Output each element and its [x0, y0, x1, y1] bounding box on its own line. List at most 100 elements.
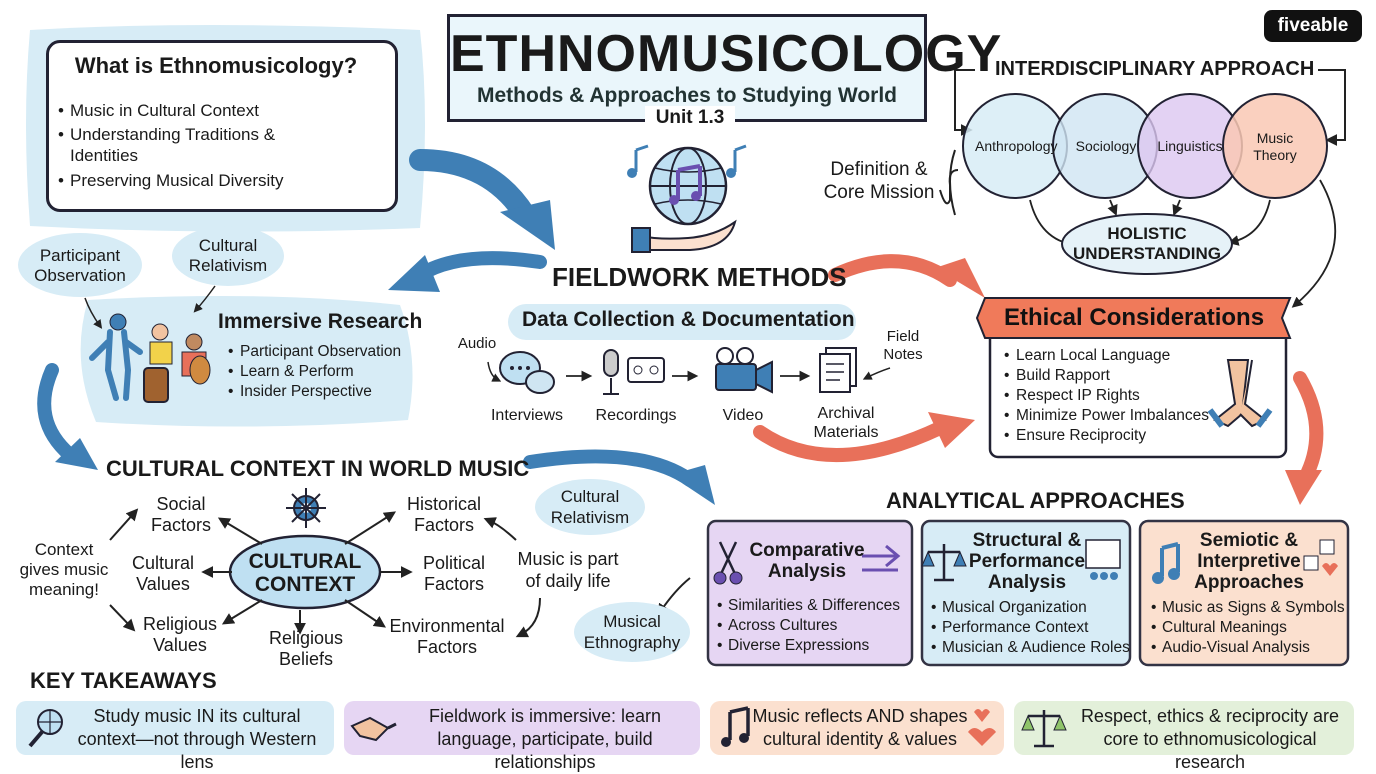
factor-historical-1: Historical	[406, 494, 481, 514]
venn-label-anthropology: Anthropology	[975, 138, 1058, 154]
takeaway-1-line-2: context—not through Western lens	[77, 729, 317, 772]
factor-cultural-values-1: Cultural	[131, 553, 195, 573]
factor-political-1: Political	[422, 553, 486, 573]
scales-balance-icon	[1021, 710, 1067, 748]
immersive-bullet: Insider Perspective	[228, 382, 372, 401]
factor-cultural-values-2: Values	[136, 574, 190, 594]
factor-social-1: Social	[156, 494, 206, 514]
daily-life-2: of daily life	[525, 571, 611, 591]
fiveable-logo[interactable]: fiveable	[1264, 10, 1362, 42]
venn-label-linguistics: Linguistics	[1157, 138, 1223, 154]
ethnography-2: Ethnography	[583, 633, 681, 652]
unit-label: Unit 1.3	[645, 106, 735, 130]
structural-title-2: Performance	[968, 551, 1086, 572]
video-camera-icon	[715, 347, 773, 394]
interdisciplinary-bracket	[954, 69, 975, 136]
takeaway-3-line-1: Music reflects AND shapes	[752, 706, 968, 726]
center-label-1: CULTURAL	[248, 550, 362, 573]
what-is-bullet: Music in Cultural Context	[58, 100, 259, 121]
what-is-heading: What is Ethnomusicology?	[74, 53, 358, 78]
immersive-to-context-arrow	[37, 363, 77, 462]
archival-documents-icon	[819, 347, 857, 393]
takeaway-1-line-1: Study music IN its cultural	[93, 706, 301, 726]
definition-label-1: Definition &	[830, 159, 928, 180]
what-to-fieldwork-arrow	[409, 149, 536, 226]
context-note-2: gives music	[19, 560, 109, 579]
sun-wheel-icon	[286, 488, 326, 528]
factor-religious-values-2: Values	[153, 635, 207, 655]
field-notes-label-2: Notes	[883, 346, 923, 363]
semiotic-title-2: Interpretive	[1197, 551, 1301, 572]
fieldwork-to-ethics-arrow	[828, 254, 957, 287]
comparative-icon	[713, 541, 901, 585]
factor-religious-beliefs-1: Religious	[268, 628, 344, 648]
step-interviews: Interviews	[490, 407, 564, 424]
participant-tag-1: Participant	[39, 246, 121, 265]
step-recordings: Recordings	[595, 407, 677, 424]
semiotic-title-1: Semiotic &	[1199, 530, 1299, 551]
ethics-bullet: Respect IP Rights	[1004, 386, 1140, 405]
page-title: ETHNOMUSICOLOGY	[450, 25, 1003, 83]
takeaway-1-box	[16, 701, 334, 755]
comparative-title-1: Comparative	[749, 540, 865, 561]
relativism-tag-bubble	[172, 226, 284, 286]
immersive-bullet: Participant Observation	[228, 342, 401, 361]
comparative-title-2: Analysis	[767, 561, 847, 582]
immersive-bullet: Learn & Perform	[228, 362, 354, 381]
structural-title-3: Analysis	[987, 572, 1067, 593]
semiotic-bullet: Music as Signs & Symbols	[1151, 598, 1345, 618]
participant-tag-bubble	[18, 233, 142, 297]
fieldwork-heading: FIELDWORK METHODS	[552, 262, 847, 292]
holistic-ellipse	[1061, 213, 1233, 275]
ethics-heading: Ethical Considerations	[1004, 304, 1265, 331]
key-takeaways-heading: KEY TAKEAWAYS	[30, 668, 217, 693]
takeaway-4-box	[1014, 701, 1354, 755]
handshake-icon	[350, 716, 397, 742]
relativism-tag-2: Relativism	[188, 256, 268, 275]
analytical-heading: ANALYTICAL APPROACHES	[886, 488, 1185, 513]
factor-religious-values-1: Religious	[142, 614, 218, 634]
factor-social-2: Factors	[150, 515, 211, 535]
structural-bullet: Musical Organization	[931, 598, 1087, 618]
interdisciplinary-heading: INTERDISCIPLINARY APPROACH	[995, 58, 1315, 80]
factor-religious-beliefs-2: Beliefs	[278, 649, 334, 669]
praying-hands-icon	[1207, 359, 1273, 428]
cultural-context-heading: CULTURAL CONTEXT IN WORLD MUSIC	[106, 456, 530, 481]
takeaway-2-line-1: Fieldwork is immersive: learn	[428, 706, 662, 726]
magnifier-globe-icon	[28, 709, 63, 748]
ethics-bullet: Minimize Power Imbalances	[1004, 406, 1209, 425]
step-video: Video	[722, 407, 764, 424]
step-materials: Materials	[813, 424, 879, 441]
context-note-3: meaning!	[29, 580, 99, 599]
factor-political-2: Factors	[423, 574, 484, 594]
factor-environmental-2: Factors	[416, 637, 477, 657]
factor-historical-2: Factors	[413, 515, 474, 535]
ethnography-1: Musical	[603, 612, 661, 631]
interviews-icon	[499, 351, 555, 394]
daily-life-1: Music is part	[517, 549, 619, 569]
comparative-bullet: Across Cultures	[717, 616, 837, 636]
center-label-2: CONTEXT	[254, 573, 356, 596]
music-note-icon	[721, 706, 750, 747]
musicians-icon	[89, 313, 211, 403]
context-to-analytical-arrow	[523, 449, 697, 487]
structural-title-1: Structural &	[972, 530, 1082, 551]
factor-environmental-1: Environmental	[389, 616, 505, 636]
what-is-bullet: Preserving Musical Diversity	[58, 170, 283, 191]
what-is-bullet-cont: Identities	[70, 146, 139, 165]
audio-label: Audio	[457, 335, 497, 352]
fieldwork-to-immersive-arrow	[413, 251, 547, 282]
data-collection-pill	[508, 304, 856, 340]
semiotic-bullet: Cultural Meanings	[1151, 618, 1287, 638]
relativism-tag-1: Cultural	[198, 236, 258, 255]
context-relativism-bubble	[535, 479, 645, 535]
definition-label-2: Core Mission	[823, 182, 935, 203]
semiotic-bullet: Audio-Visual Analysis	[1151, 638, 1310, 658]
recordings-icon	[603, 349, 665, 395]
venn-music-theory	[1222, 93, 1328, 199]
ethics-banner	[975, 297, 1292, 339]
globe-music-icon	[627, 144, 747, 253]
ethics-to-analytical-arrow	[1293, 371, 1324, 485]
ethnography-bubble	[574, 602, 690, 662]
ethics-bullet: Build Rapport	[1004, 366, 1110, 385]
